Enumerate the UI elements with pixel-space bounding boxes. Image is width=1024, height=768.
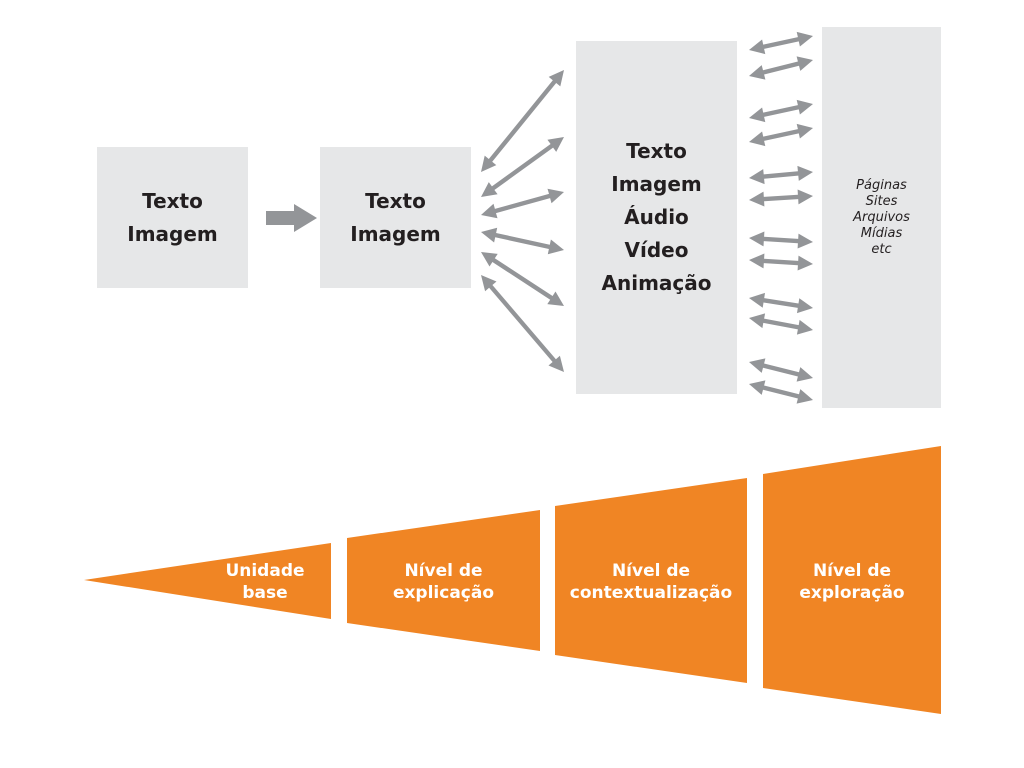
fan-arrow-1 — [481, 70, 564, 172]
link-arrow-2-2 — [749, 123, 813, 147]
level-label-unidade-base: Unidade base — [215, 560, 315, 604]
box-texto-imagem-1: Texto Imagem — [97, 147, 248, 288]
box-1-line-1: Texto — [142, 188, 203, 213]
fan-arrow-3 — [481, 188, 564, 219]
level-2-line-1: Nível de — [404, 561, 483, 581]
link-arrows — [749, 31, 813, 404]
level-segment-contextualizacao — [555, 478, 747, 683]
link-arrow-pair-3 — [749, 165, 813, 207]
link-arrow-pair-1 — [749, 31, 813, 80]
box-2-line-2: Imagem — [350, 221, 441, 246]
fan-arrow-4 — [481, 227, 564, 255]
box-multimedia: Texto Imagem Áudio Vídeo Animação — [576, 41, 737, 394]
box-3-line-texto: Texto — [626, 139, 687, 163]
box-3-line-animacao: Animação — [601, 271, 712, 295]
box-3-line-imagem: Imagem — [611, 172, 702, 196]
link-arrow-3-1 — [749, 165, 813, 185]
box-3-line-audio: Áudio — [624, 205, 689, 229]
level-4-line-1: Nível de — [812, 561, 892, 581]
link-arrow-pair-6 — [749, 358, 813, 404]
right-arrow-icon — [266, 204, 317, 232]
box-external-resources: Páginas Sites Arquivos Mídias etc — [822, 27, 941, 408]
box-4-line-etc: etc — [871, 241, 892, 257]
level-label-exploracao: Nível de exploração — [763, 560, 941, 604]
box-4-line-sites: Sites — [865, 193, 898, 209]
level-segment-explicacao — [347, 510, 540, 651]
level-1-line-2: base — [242, 583, 288, 603]
link-arrow-4-2 — [749, 253, 813, 271]
box-1-line-2: Imagem — [127, 221, 218, 246]
link-arrow-2-1 — [749, 99, 813, 123]
link-arrow-1-2 — [749, 56, 813, 80]
box-4-line-paginas: Páginas — [856, 177, 907, 193]
level-4-line-2: exploração — [799, 583, 905, 603]
link-arrow-1-1 — [749, 31, 813, 55]
box-4-line-midias: Mídias — [860, 225, 903, 241]
box-texto-imagem-2: Texto Imagem — [320, 147, 471, 288]
link-arrow-4-1 — [749, 231, 813, 249]
fan-arrow-6 — [481, 275, 564, 372]
link-arrow-6-1 — [749, 358, 813, 382]
fan-arrows — [481, 70, 564, 372]
level-3-line-2: contextualização — [569, 583, 733, 603]
level-1-line-1: Unidade — [225, 561, 305, 581]
link-arrow-pair-5 — [749, 292, 813, 335]
level-2-line-2: explicação — [392, 583, 495, 603]
fan-arrow-2 — [481, 137, 564, 197]
link-arrow-pair-4 — [749, 231, 813, 271]
box-2-line-1: Texto — [365, 188, 426, 213]
link-arrow-5-2 — [749, 313, 813, 335]
level-label-contextualizacao: Nível de contextualização — [555, 560, 747, 604]
level-segment-exploracao — [763, 446, 941, 714]
level-3-line-1: Nível de — [611, 561, 691, 581]
box-4-line-arquivos: Arquivos — [853, 209, 910, 225]
box-3-line-video: Vídeo — [624, 238, 689, 262]
level-segment-unidade-base — [84, 543, 331, 619]
link-arrow-5-1 — [749, 292, 813, 314]
link-arrow-pair-2 — [749, 99, 813, 147]
link-arrow-6-2 — [749, 380, 813, 404]
level-label-explicacao: Nível de explicação — [357, 560, 530, 604]
link-arrow-3-2 — [749, 189, 813, 207]
fan-arrow-5 — [481, 252, 564, 306]
